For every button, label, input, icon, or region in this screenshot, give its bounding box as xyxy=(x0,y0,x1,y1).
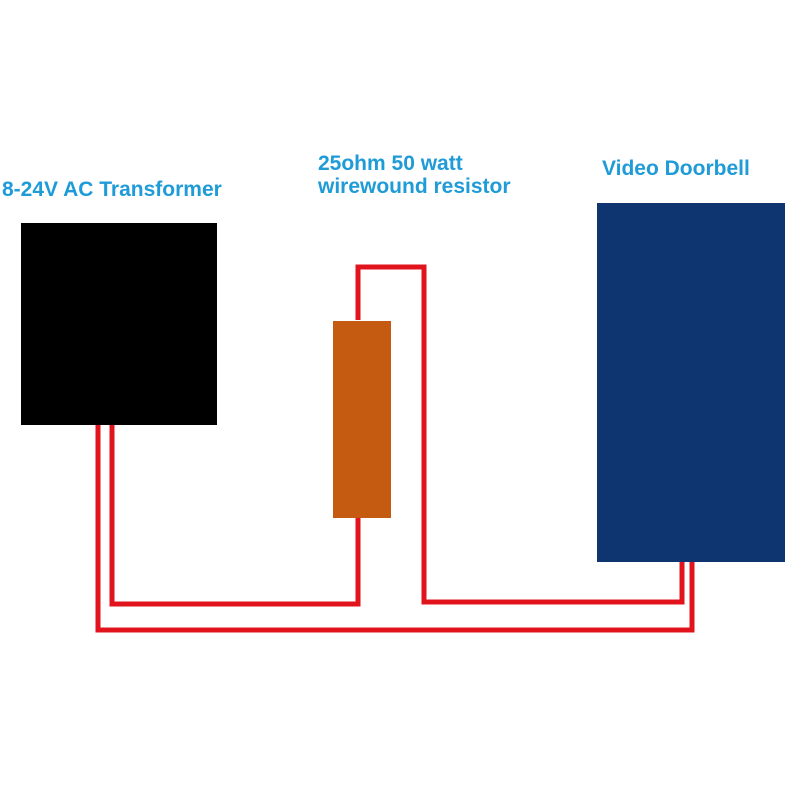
wire-transformer-to-resistor xyxy=(109,425,361,607)
resistor-label-line1: 25ohm 50 watt xyxy=(318,152,463,175)
resistor-label-line2: wirewound resistor xyxy=(318,175,511,198)
wire-resistor-loop xyxy=(355,264,685,605)
resistor-label: 25ohm 50 watt wirewound resistor xyxy=(318,152,511,198)
transformer-label: 8-24V AC Transformer xyxy=(2,178,222,201)
transformer-box xyxy=(21,223,217,425)
resistor-body xyxy=(333,321,391,518)
doorbell-box xyxy=(597,203,785,562)
wire-transformer-to-doorbell xyxy=(95,425,695,633)
doorbell-label: Video Doorbell xyxy=(602,157,750,180)
